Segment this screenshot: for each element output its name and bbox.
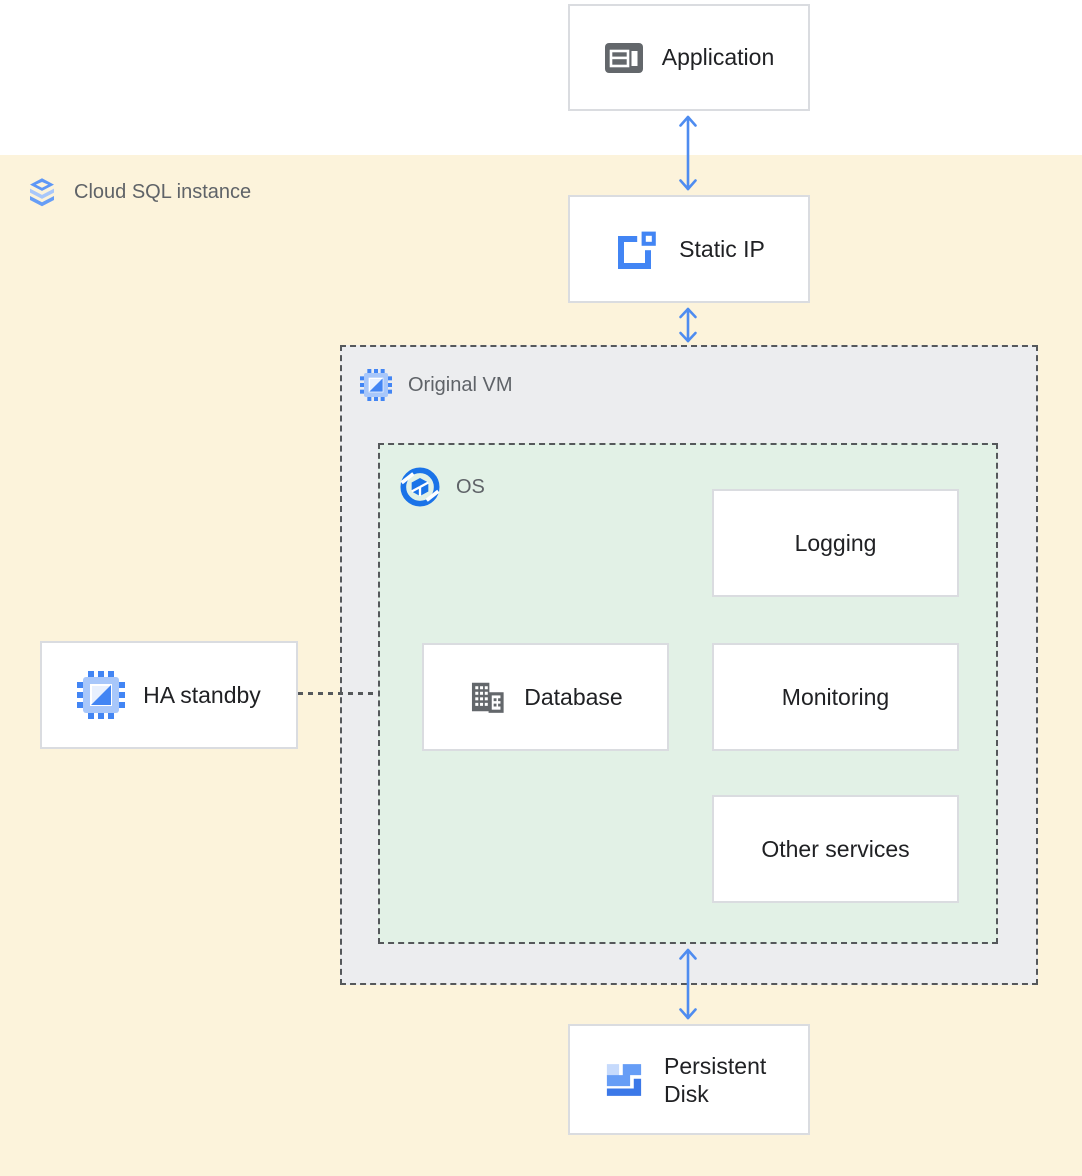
original-vm-text: Original VM [408,373,513,396]
ha-standby-label: HA standby [143,681,261,708]
original-vm-label: Original VM [360,369,512,401]
logging-label: Logging [794,529,877,556]
cloud-sql-instance-text: Cloud SQL instance [74,180,252,203]
cloud-sql-instance-label: Cloud SQL instance [26,176,251,208]
dashed-link-ha-standby [298,692,378,695]
static-ip-label: Static IP [679,235,765,262]
compute-chip-icon [360,369,392,401]
arrow-application-staticip [679,115,697,191]
original-vm-zone: Original VM [340,345,1038,985]
monitoring-label: Monitoring [781,683,890,710]
database-label: Database [524,683,623,710]
node-other-services: Other services [712,795,959,903]
node-persistent-disk: Persistent Disk [568,1024,810,1135]
compute-chip-icon [77,671,126,719]
other-services-label: Other services [761,835,910,862]
node-static-ip: Static IP [568,195,810,303]
application-icon [604,42,644,74]
os-zone: OS Logging [378,443,998,944]
arrow-os-persistentdisk [679,948,697,1020]
application-label: Application [661,44,775,70]
persistent-disk-label: Persistent Disk [664,1052,767,1107]
static-ip-icon [613,225,661,273]
os-label: OS [400,467,485,507]
node-monitoring: Monitoring [712,643,959,751]
database-icon [468,678,506,716]
node-ha-standby: HA standby [40,641,298,749]
cloud-sql-icon [26,176,58,208]
node-logging: Logging [712,489,959,597]
os-icon [400,467,440,507]
os-text: OS [456,475,485,498]
persistent-disk-icon [602,1058,646,1102]
node-database: Database [422,643,669,751]
node-application: Application [568,4,810,111]
arrow-staticip-vm [679,307,697,343]
